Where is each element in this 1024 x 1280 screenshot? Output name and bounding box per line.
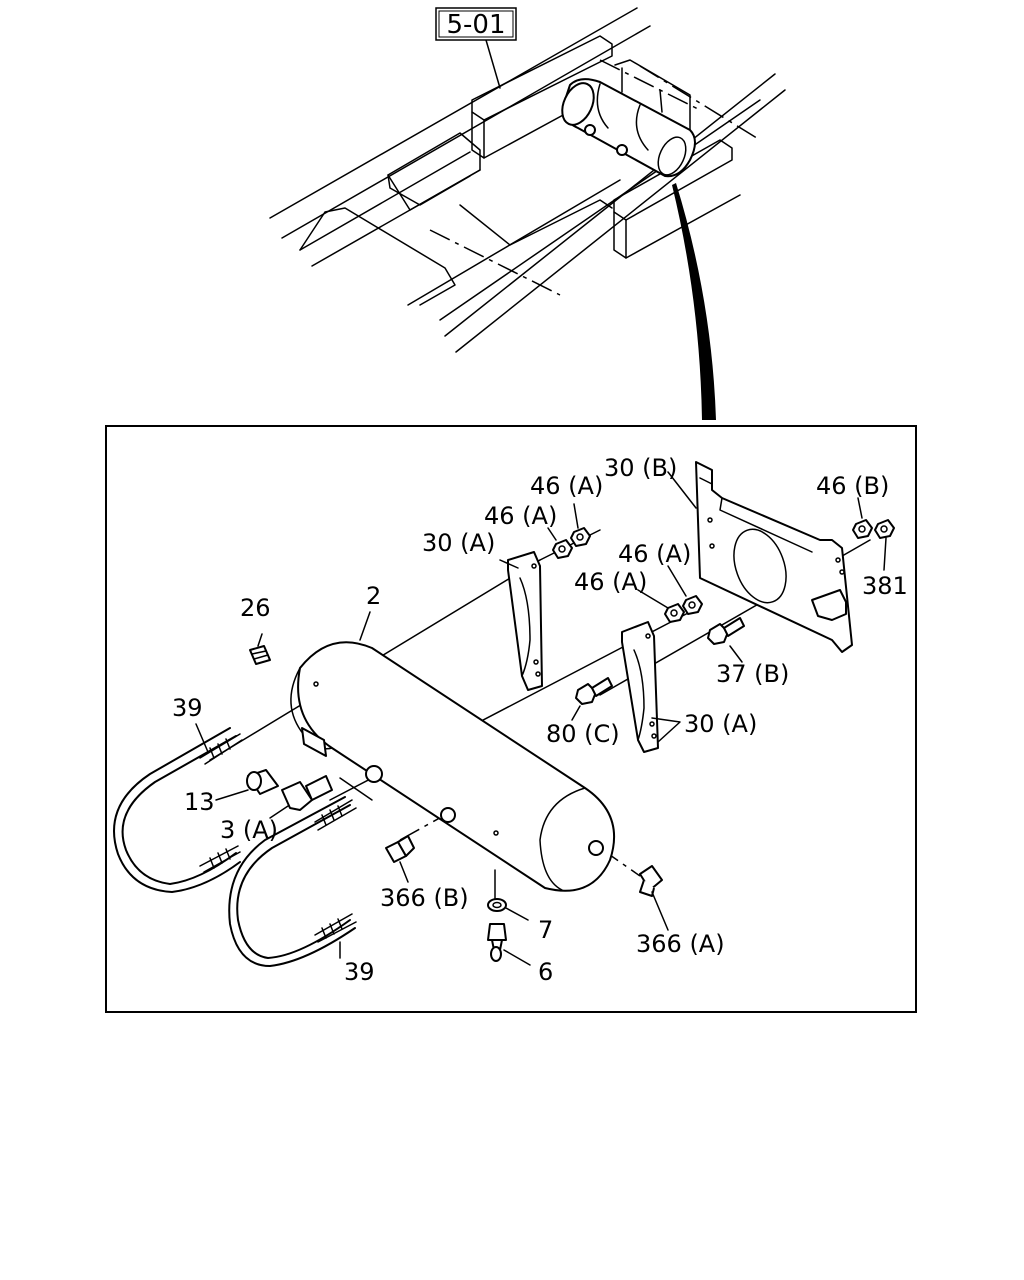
bracket-30a-upper[interactable] [507,551,543,691]
callout-46a-2: 46 (A) [530,472,603,500]
nut-46a-4[interactable] [682,595,703,615]
chassis-overview [269,7,786,353]
exploded-view: 2 26 39 39 13 3 (A) 366 (B) 366 (A) 7 6 … [113,454,908,986]
bolt-37b[interactable] [707,617,745,645]
callout-37b: 37 (B) [716,660,789,688]
callout-39-upper: 39 [172,694,203,722]
detail-pointer-arrow [672,183,716,420]
chassis-air-tank-icon [561,59,696,178]
callout-30b: 30 (B) [604,454,677,482]
bracket-30a-lower[interactable] [621,621,659,753]
elbow-3a[interactable] [281,775,333,811]
detail-frame [105,425,917,1013]
reference-label: 5-01 [446,10,505,40]
callout-30a-upper: 30 (A) [422,529,495,557]
callout-26: 26 [240,594,271,622]
u-bolt-right[interactable] [228,796,357,967]
callout-13: 13 [184,788,215,816]
callout-46a-4: 46 (A) [618,540,691,568]
callout-3a: 3 (A) [220,816,278,844]
washer-7[interactable] [487,898,507,912]
callout-30a-lower: 30 (A) [684,710,757,738]
nut-46a-1[interactable] [552,539,573,559]
callout-381: 381 [862,572,908,600]
fitting-366b[interactable] [385,835,415,863]
nut-46b[interactable] [852,519,873,539]
nut-46a-3[interactable] [664,603,685,623]
callout-46a-1: 46 (A) [484,502,557,530]
drain-cock-6[interactable] [487,923,507,962]
callout-46b: 46 (B) [816,472,889,500]
callout-2: 2 [366,582,381,610]
reference-leader [485,39,501,89]
plug-26[interactable] [249,645,271,665]
callout-6: 6 [538,958,553,986]
nut-46a-2[interactable] [570,527,591,547]
callout-80c: 80 (C) [546,720,620,748]
fitting-13[interactable] [246,769,279,795]
bolt-80c[interactable] [575,677,613,705]
callout-366b: 366 (B) [380,884,469,912]
callout-366a: 366 (A) [636,930,725,958]
callout-46a-3: 46 (A) [574,568,647,596]
fitting-366a[interactable] [639,865,663,897]
air-tank[interactable] [290,641,616,892]
reference-box[interactable]: 5-01 [435,7,517,41]
u-bolt-left[interactable] [113,727,243,893]
nut-381[interactable] [874,519,895,539]
bracket-30b[interactable] [695,461,853,653]
callout-39-lower: 39 [344,958,375,986]
callout-7: 7 [538,916,553,944]
